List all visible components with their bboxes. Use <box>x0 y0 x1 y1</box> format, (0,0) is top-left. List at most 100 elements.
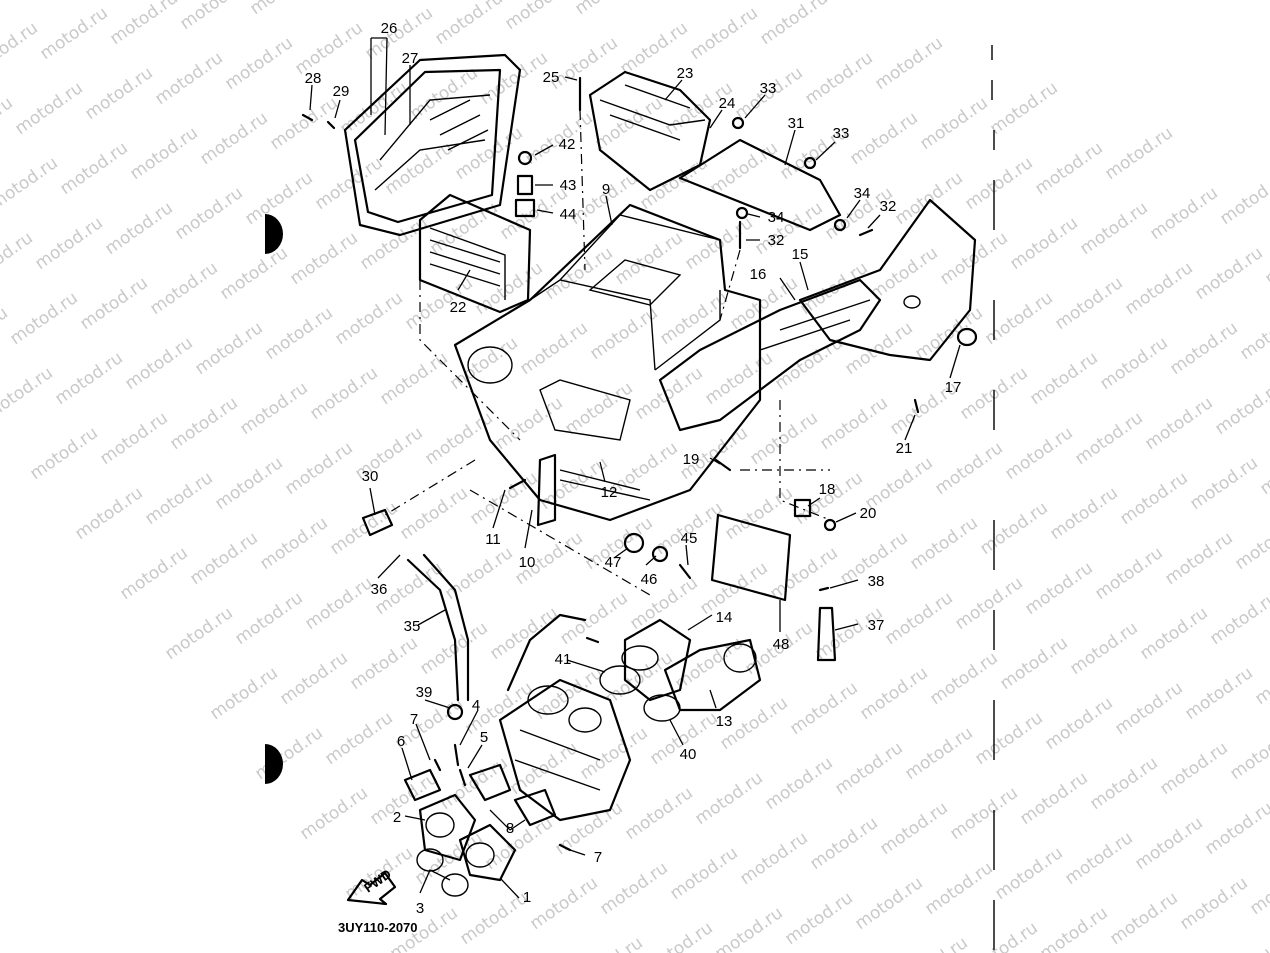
watermark-text: motod.ru <box>36 3 111 64</box>
part-label-42: 42 <box>559 136 576 153</box>
diagram-code: 3UY110-2070 <box>338 920 418 935</box>
part-label-13: 13 <box>716 713 733 730</box>
watermark-text: motod.ru <box>246 0 321 19</box>
breather-hose <box>406 553 470 702</box>
watermark-text: motod.ru <box>251 723 326 784</box>
part-label-43: 43 <box>560 177 577 194</box>
watermark-text: motod.ru <box>291 18 366 79</box>
watermark-text: motod.ru <box>451 123 526 184</box>
watermark-text: motod.ru <box>1166 318 1241 379</box>
watermark-text: motod.ru <box>191 318 266 379</box>
watermark-text: motod.ru <box>1101 123 1176 184</box>
register-mark-top <box>265 214 283 254</box>
part-label-19: 19 <box>683 451 700 468</box>
part-label-14: 14 <box>716 609 733 626</box>
watermark-text: motod.ru <box>1156 738 1231 799</box>
watermark-text: motod.ru <box>551 798 626 859</box>
watermark-text: motod.ru <box>221 33 296 94</box>
watermark-text: motod.ru <box>891 168 966 229</box>
watermark-text: motod.ru <box>961 153 1036 214</box>
watermark-text: motod.ru <box>26 423 101 484</box>
watermark-text: motod.ru <box>361 3 436 64</box>
part-label-11: 11 <box>485 531 501 548</box>
watermark-text: motod.ru <box>1106 888 1181 949</box>
register-mark-bottom <box>265 744 283 784</box>
part-label-6: 6 <box>397 733 405 750</box>
watermark-text: motod.ru <box>376 348 451 409</box>
part-label-24: 24 <box>719 95 736 112</box>
watermark-text: motod.ru <box>1061 828 1136 889</box>
part-label-1: 1 <box>523 889 531 906</box>
watermark-text: motod.ru <box>276 648 351 709</box>
watermark-text: motod.ru <box>126 123 201 184</box>
part-label-22: 22 <box>450 299 467 316</box>
watermark-text: motod.ru <box>416 618 491 679</box>
part-label-17: 17 <box>945 379 962 396</box>
watermark-text: motod.ru <box>471 258 546 319</box>
watermark-text: motod.ru <box>626 573 701 634</box>
watermark-text: motod.ru <box>11 78 86 139</box>
watermark-text: motod.ru <box>421 408 496 469</box>
part-label-28: 28 <box>305 70 322 87</box>
watermark-text: motod.ru <box>571 0 646 19</box>
watermark-text: motod.ru <box>666 843 741 904</box>
watermark-text: motod.ru <box>381 138 456 199</box>
part-label-40: 40 <box>680 746 697 763</box>
watermark-text: motod.ru <box>1131 813 1206 874</box>
watermark-text: motod.ru <box>441 543 516 604</box>
watermark-text: motod.ru <box>756 0 831 49</box>
part-number-labels: 1 2 3 4 5 6 7 7 8 9 10 11 12 13 14 15 16… <box>305 20 962 917</box>
watermark-text: motod.ru <box>0 363 57 424</box>
part-label-21: 21 <box>896 440 913 457</box>
watermark-text: motod.ru <box>366 768 441 829</box>
part-label-26: 26 <box>381 20 398 37</box>
watermark-text: motod.ru <box>946 783 1021 844</box>
air-box-cover <box>343 53 522 237</box>
watermark-text: motod.ru <box>916 93 991 154</box>
part-label-48: 48 <box>773 636 790 653</box>
watermark-text: motod.ru <box>196 108 271 169</box>
watermark-text: motod.ru <box>1181 663 1256 724</box>
watermark-text: motod.ru <box>1021 558 1096 619</box>
watermark-text: motod.ru <box>96 408 171 469</box>
watermark-text: motod.ru <box>321 708 396 769</box>
watermark-text: motod.ru <box>211 453 286 514</box>
watermark-text: motod.ru <box>301 573 376 634</box>
watermark-text: motod.ru <box>161 603 236 664</box>
watermark-text: motod.ru <box>996 633 1071 694</box>
watermark-text: motod.ru <box>736 828 811 889</box>
watermark-text: motod.ru <box>1026 348 1101 409</box>
watermark-text: motod.ru <box>781 888 856 949</box>
intake-joints <box>599 618 762 722</box>
watermark-text: motod.ru <box>901 723 976 784</box>
watermark-text: motod.ru <box>906 513 981 574</box>
watermark-text: motod.ru <box>81 63 156 124</box>
watermark-text: motod.ru <box>1031 138 1106 199</box>
watermark-text: motod.ru <box>166 393 241 454</box>
watermark-text: motod.ru <box>951 573 1026 634</box>
part-label-7b: 7 <box>594 849 602 866</box>
part-label-9: 9 <box>602 181 610 198</box>
watermark-text: motod.ru <box>141 468 216 529</box>
watermark-text: motod.ru <box>171 183 246 244</box>
watermark-text: motod.ru <box>1201 798 1270 859</box>
part-label-3: 3 <box>416 900 424 917</box>
watermark-text: motod.ru <box>1076 198 1151 259</box>
watermark-text: motod.ru <box>1096 333 1171 394</box>
watermark-text: motod.ru <box>1191 243 1266 304</box>
watermark-text: motod.ru <box>986 78 1061 139</box>
carb-joints-lower <box>403 763 557 897</box>
watermark-text: motod.ru <box>641 918 716 953</box>
watermark-text: motod.ru <box>831 738 906 799</box>
watermark-text: motod.ru <box>856 663 931 724</box>
watermark-text: motod.ru <box>846 108 921 169</box>
part-label-47: 47 <box>605 554 622 571</box>
right-border-lines <box>991 45 995 950</box>
watermark-text: motod.ru <box>431 0 506 49</box>
watermark-text: motod.ru <box>1121 258 1196 319</box>
watermark-text: motod.ru <box>1051 273 1126 334</box>
watermark-text: motod.ru <box>1001 423 1076 484</box>
watermark-text: motod.ru <box>871 33 946 94</box>
watermark-text: motod.ru <box>1016 768 1091 829</box>
intake-cover <box>588 70 712 192</box>
